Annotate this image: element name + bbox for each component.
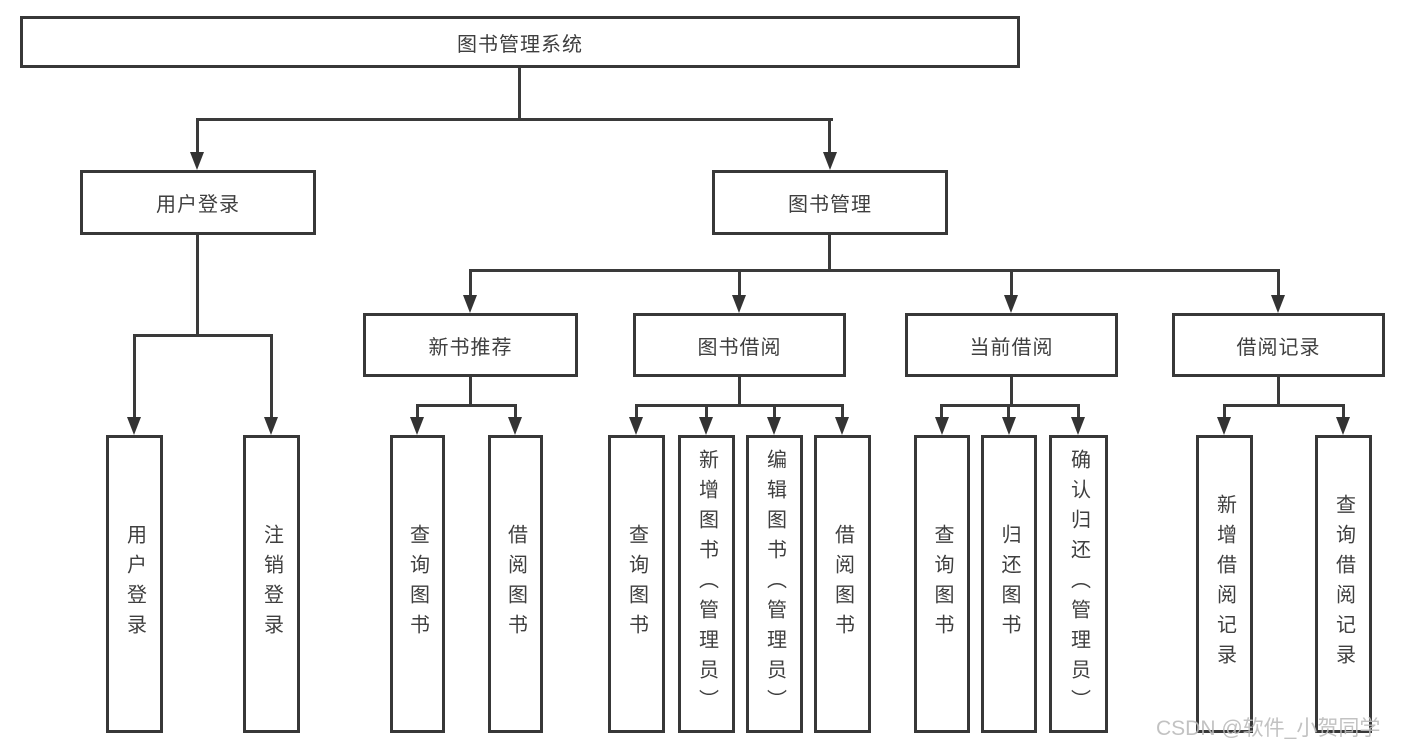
leaf-user-login: 用户登录 xyxy=(106,435,163,733)
leaf-logout-label: 注销登录 xyxy=(260,524,283,644)
node-book-borrow: 图书借阅 xyxy=(633,313,846,377)
connector-line xyxy=(1077,404,1080,419)
arrow-down-icon xyxy=(732,295,746,313)
connector-line xyxy=(635,404,638,419)
arrow-down-icon xyxy=(629,417,643,435)
connector-line xyxy=(828,118,831,154)
leaf-query-books-current-label: 查询图书 xyxy=(931,524,953,644)
node-current-borrow: 当前借阅 xyxy=(905,313,1118,377)
connector-line xyxy=(1277,269,1280,297)
leaf-add-borrow-record-label: 新增借阅记录 xyxy=(1213,494,1236,674)
leaf-add-book-admin-label: 新增图书（管理员） xyxy=(695,449,718,719)
connector-line xyxy=(1007,404,1010,419)
connector-line xyxy=(1223,404,1226,419)
arrow-down-icon xyxy=(835,417,849,435)
node-book-management-label: 图书管理 xyxy=(788,194,872,216)
connector-line xyxy=(828,235,831,271)
leaf-query-borrow-record: 查询借阅记录 xyxy=(1315,435,1372,733)
arrow-down-icon xyxy=(264,417,278,435)
leaf-logout: 注销登录 xyxy=(243,435,300,733)
connector-line xyxy=(469,377,472,405)
leaf-query-books-current: 查询图书 xyxy=(914,435,970,733)
arrow-down-icon xyxy=(1271,295,1285,313)
connector-line xyxy=(940,404,1080,407)
connector-line xyxy=(705,404,708,419)
leaf-query-books-newbook-label: 查询图书 xyxy=(406,524,429,644)
connector-line xyxy=(940,404,943,419)
connector-line xyxy=(773,404,776,419)
connector-line xyxy=(1223,404,1345,407)
connector-line xyxy=(469,269,472,297)
connector-line xyxy=(1010,269,1013,297)
leaf-confirm-return-admin: 确认归还（管理员） xyxy=(1049,435,1108,733)
arrow-down-icon xyxy=(1336,417,1350,435)
arrow-down-icon xyxy=(1002,417,1016,435)
node-current-borrow-label: 当前借阅 xyxy=(969,336,1054,359)
leaf-return-book: 归还图书 xyxy=(981,435,1037,733)
connector-line xyxy=(1010,377,1013,405)
node-root: 图书管理系统 xyxy=(20,16,1020,68)
arrow-down-icon xyxy=(508,417,522,435)
connector-line xyxy=(270,334,273,419)
connector-line xyxy=(196,118,833,121)
arrow-down-icon xyxy=(1071,417,1085,435)
leaf-borrow-books-borrow-label: 借阅图书 xyxy=(831,524,854,644)
connector-line xyxy=(514,404,517,419)
leaf-borrow-books-newbook: 借阅图书 xyxy=(488,435,543,733)
node-user-login: 用户登录 xyxy=(80,170,316,235)
connector-line xyxy=(738,269,741,297)
arrow-down-icon xyxy=(190,152,204,170)
leaf-edit-book-admin: 编辑图书（管理员） xyxy=(746,435,803,733)
leaf-confirm-return-admin-label: 确认归还（管理员） xyxy=(1067,449,1090,719)
connector-line xyxy=(518,68,521,118)
watermark: CSDN @软件_小贺同学 xyxy=(1156,717,1381,740)
connector-line xyxy=(416,404,419,419)
connector-line xyxy=(416,404,517,407)
node-user-login-label: 用户登录 xyxy=(156,194,240,216)
connector-line xyxy=(469,269,1280,272)
leaf-query-borrow-record-label: 查询借阅记录 xyxy=(1332,494,1355,674)
arrow-down-icon xyxy=(823,152,837,170)
arrow-down-icon xyxy=(463,295,477,313)
arrow-down-icon xyxy=(410,417,424,435)
connector-line xyxy=(196,118,199,154)
node-book-borrow-label: 图书借阅 xyxy=(697,336,782,359)
arrow-down-icon xyxy=(699,417,713,435)
node-root-label: 图书管理系统 xyxy=(457,33,583,56)
arrow-down-icon xyxy=(127,417,141,435)
leaf-borrow-books-borrow: 借阅图书 xyxy=(814,435,871,733)
node-borrow-records: 借阅记录 xyxy=(1172,313,1385,377)
connector-line xyxy=(133,334,136,419)
leaf-add-book-admin: 新增图书（管理员） xyxy=(678,435,735,733)
leaf-add-borrow-record: 新增借阅记录 xyxy=(1196,435,1253,733)
node-book-management: 图书管理 xyxy=(712,170,948,235)
node-borrow-records-label: 借阅记录 xyxy=(1236,336,1321,359)
connector-line xyxy=(1277,377,1280,405)
arrow-down-icon xyxy=(767,417,781,435)
connector-line xyxy=(1342,404,1345,419)
connector-line xyxy=(133,334,273,337)
leaf-return-book-label: 归还图书 xyxy=(998,524,1020,644)
connector-line xyxy=(738,377,741,405)
node-new-book-recommend: 新书推荐 xyxy=(363,313,578,377)
arrow-down-icon xyxy=(935,417,949,435)
leaf-borrow-books-newbook-label: 借阅图书 xyxy=(504,524,527,644)
leaf-query-books-borrow-label: 查询图书 xyxy=(625,524,648,644)
connector-line xyxy=(635,404,844,407)
arrow-down-icon xyxy=(1004,295,1018,313)
leaf-edit-book-admin-label: 编辑图书（管理员） xyxy=(763,449,786,719)
leaf-query-books-borrow: 查询图书 xyxy=(608,435,665,733)
arrow-down-icon xyxy=(1217,417,1231,435)
leaf-user-login-label: 用户登录 xyxy=(123,524,146,644)
node-new-book-label: 新书推荐 xyxy=(428,336,513,359)
connector-line xyxy=(196,235,199,335)
connector-line xyxy=(841,404,844,419)
leaf-query-books-newbook: 查询图书 xyxy=(390,435,445,733)
